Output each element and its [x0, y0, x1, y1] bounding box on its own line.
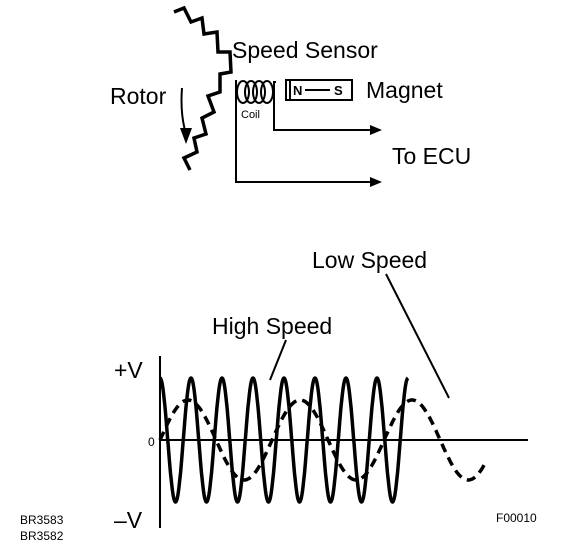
figure-code: F00010 [496, 511, 537, 525]
low-speed-wave [158, 398, 487, 482]
magnet: N S [285, 79, 353, 101]
plus-v-label: +V [114, 357, 143, 383]
minus-v-label: –V [114, 507, 143, 533]
magnet-label: Magnet [366, 77, 443, 103]
rotor-label: Rotor [110, 83, 167, 109]
coil-label: Coil [241, 109, 260, 121]
rotor-teeth [173, 5, 233, 171]
rotor [173, 5, 233, 171]
rotation-arrow [180, 87, 187, 135]
high-speed-leader-line [269, 339, 287, 381]
speed-sensor-label: Speed Sensor [232, 37, 378, 63]
magnet-north-label: N [293, 83, 302, 98]
low-speed-leader-line [385, 273, 450, 399]
code-1: BR3583 [20, 513, 64, 527]
low-speed-label: Low Speed [312, 247, 427, 273]
coil [235, 80, 276, 104]
rotation-arrowhead [180, 128, 192, 144]
zero-label: 0 [148, 435, 155, 449]
magnet-south-label: S [334, 83, 343, 98]
ecu-label: To ECU [392, 143, 471, 169]
high-speed-label: High Speed [212, 313, 332, 339]
code-2: BR3582 [20, 529, 64, 543]
ecu-leads [235, 82, 382, 187]
